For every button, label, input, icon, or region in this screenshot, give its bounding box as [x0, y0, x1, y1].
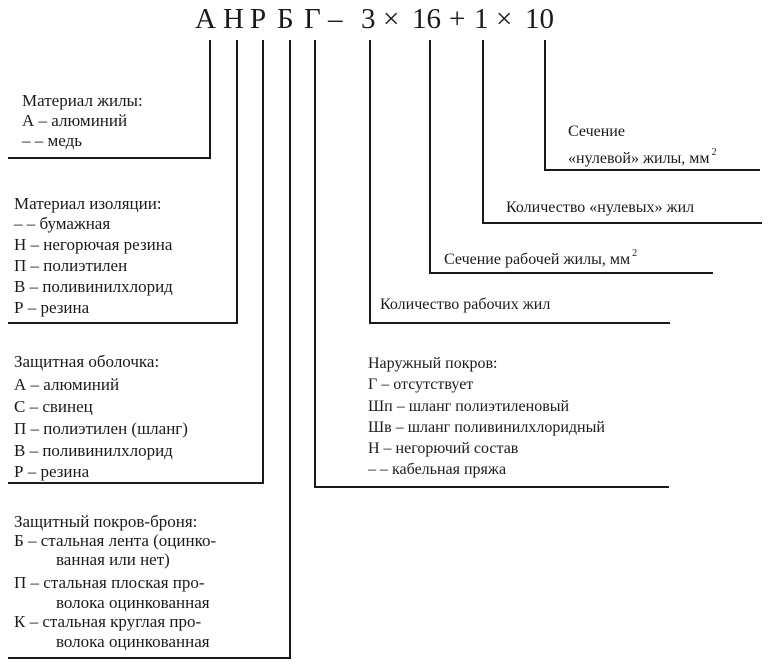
core-item: А – алюминий [22, 111, 128, 130]
code-dash: – [328, 3, 343, 35]
code-plus: + [449, 3, 466, 35]
work-count-label: Количество рабочих жил [380, 296, 551, 313]
outer-item: Шв – шланг поливинилхлоридный [368, 419, 605, 436]
armor-item: волока оцинкованная [56, 632, 210, 651]
insulation-item: Н – негорючая резина [14, 235, 173, 254]
armor-title: Защитный покров-броня: [14, 512, 198, 531]
neutral-count-label: Количество «нулевых» жил [506, 199, 695, 216]
sheath-item: П – полиэтилен (шланг) [14, 419, 188, 438]
armor-item: волока оцинкованная [56, 593, 210, 612]
code-char-n: Н [223, 3, 244, 35]
armor-item: П – стальная плоская про- [14, 573, 205, 592]
outer-item: – – кабельная пряжа [368, 461, 507, 478]
neutral-section-label-1: Сечение [568, 123, 625, 140]
armor-item: Б – стальная лента (оцинко- [14, 531, 217, 550]
code-work-count: 3 [361, 3, 376, 35]
outer-item: Г – отсутствует [368, 376, 474, 393]
insulation-item: – – бумажная [14, 214, 111, 233]
sheath-item: А – алюминий [14, 375, 120, 394]
outer-item: Шп – шланг полиэтиленовый [368, 398, 570, 415]
sheath-item: С – свинец [14, 397, 93, 416]
sheath-item: Р – резина [14, 462, 90, 481]
insulation-item: П – полиэтилен [14, 256, 128, 275]
code-char-r: Р [250, 3, 267, 35]
code-neutral-section: 10 [525, 3, 554, 35]
code-char-g: Г [304, 3, 321, 35]
core-item: – – медь [22, 131, 82, 150]
sheath-item: В – поливинилхлорид [14, 441, 173, 460]
insulation-title: Материал изоляции: [14, 194, 162, 213]
outer-title: Наружный покров: [368, 355, 498, 372]
insulation-item: В – поливинилхлорид [14, 277, 173, 296]
armor-item: К – стальная круглая про- [14, 612, 202, 631]
armor-item: ванная или нет) [56, 550, 170, 569]
outer-item: Н – негорючий состав [368, 440, 519, 457]
code-work-section: 16 [412, 3, 441, 35]
core-title: Материал жилы: [22, 91, 143, 110]
code-times-1: × [383, 3, 400, 35]
sheath-title: Защитная оболочка: [14, 352, 160, 371]
code-char-a: А [195, 3, 216, 35]
code-neutral-count: 1 [474, 3, 489, 35]
code-char-b: Б [277, 3, 294, 35]
insulation-item: Р – резина [14, 298, 90, 317]
code-times-2: × [496, 3, 513, 35]
